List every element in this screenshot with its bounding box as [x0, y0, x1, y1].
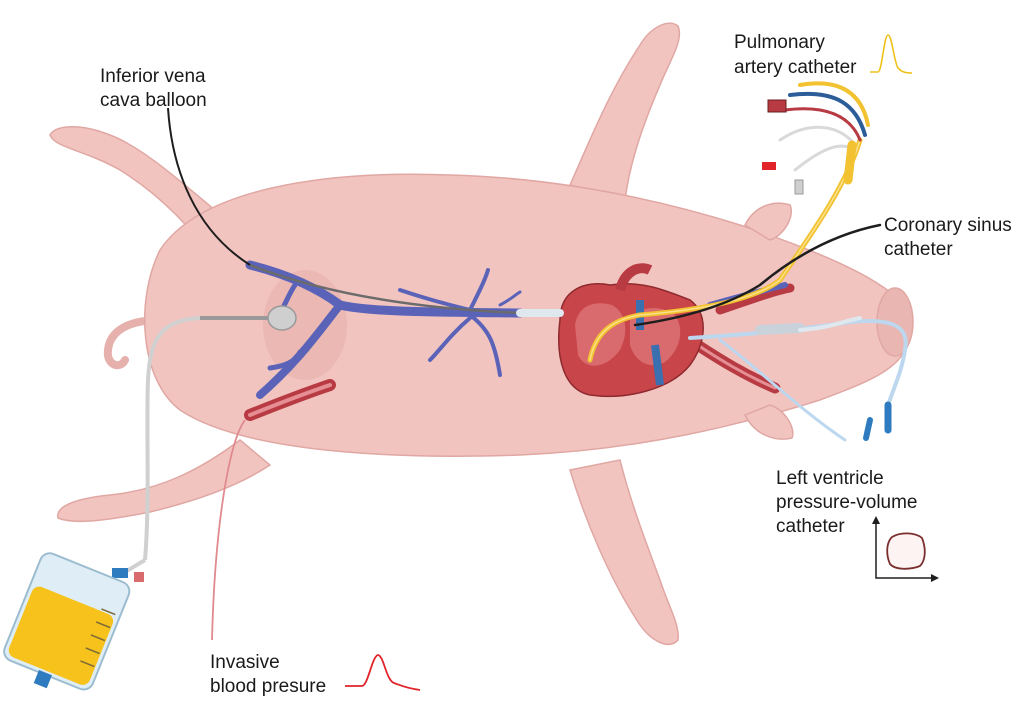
pulmonary-catheter-label: Pulmonary artery catheter	[734, 32, 857, 78]
pulmonary-catheter-hub-illustration	[762, 83, 868, 194]
pv-loop-icon	[872, 516, 939, 582]
pressure-waveform-icon	[345, 655, 420, 690]
ivc-balloon-label: Inferior vena cava balloon	[100, 66, 211, 111]
coronary-sinus-label: Coronary sinus catheter	[884, 215, 1017, 260]
pulmonary-waveform-icon	[870, 35, 912, 73]
invasive-bp-label: Invasive blood presure	[210, 652, 326, 697]
lv-pv-catheter-label: Left ventricle pressure-volume catheter	[776, 468, 923, 537]
